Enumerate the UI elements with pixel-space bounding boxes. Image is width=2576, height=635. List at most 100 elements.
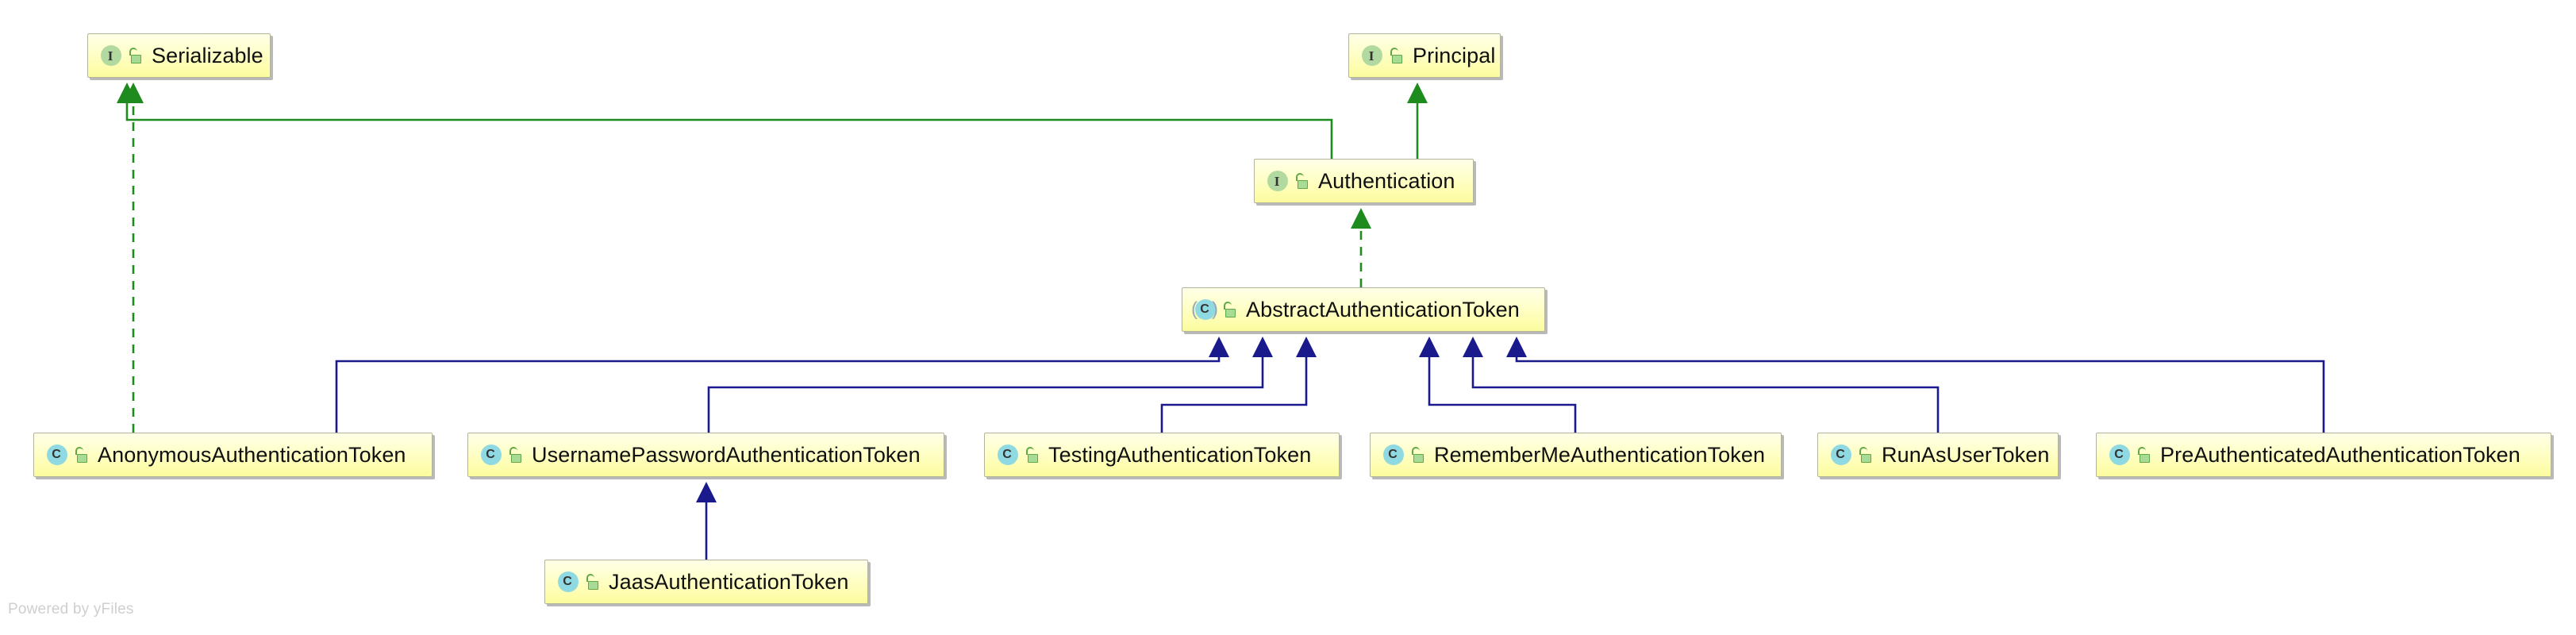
badge-disc	[481, 444, 502, 465]
edge-arrowhead	[1407, 83, 1428, 103]
edge-arrowhead	[1351, 208, 1371, 229]
lock-shackle	[1412, 447, 1420, 455]
lock-body	[1225, 309, 1236, 318]
uml-node-jaas-authentication-token[interactable]: C JaasAuthenticationToken	[544, 560, 868, 604]
edge-pre-authenticated-extends-abstract-token	[1506, 337, 2325, 433]
lock-body	[77, 454, 87, 463]
class-badge-icon: C	[44, 443, 68, 467]
badge-disc	[558, 572, 579, 592]
uml-node-principal[interactable]: I Principal	[1348, 33, 1501, 78]
unlocked-public-visibility-icon	[75, 446, 90, 464]
edge-line	[335, 357, 1221, 433]
yfiles-watermark: Powered by yFiles	[8, 601, 134, 618]
unlocked-public-visibility-icon	[129, 47, 144, 64]
lock-shackle	[1224, 302, 1232, 310]
uml-node-label: Authentication	[1318, 169, 1455, 193]
interface-badge-icon: I	[1359, 44, 1383, 67]
uml-node-pre-authenticated-authentication-token[interactable]: C PreAuthenticatedAuthenticationToken	[2096, 433, 2551, 477]
badge-glyph: I	[107, 48, 113, 64]
unlocked-public-visibility-icon	[2137, 446, 2152, 464]
edge-arrowhead	[1419, 337, 1440, 357]
badge-glyph: I	[1368, 48, 1375, 64]
unlocked-public-visibility-icon	[1295, 172, 1310, 190]
edge-arrowhead	[1463, 337, 1483, 357]
badge-glyph: C	[1002, 448, 1012, 461]
edge-testing-extends-abstract-token	[1160, 337, 1317, 433]
class-badge-icon: C	[479, 443, 502, 467]
unlocked-public-visibility-icon	[1223, 301, 1238, 318]
edge-arrowhead	[123, 83, 144, 103]
lock-body	[131, 55, 141, 64]
uml-node-username-password-authentication-token[interactable]: C UsernamePasswordAuthenticationToken	[467, 433, 944, 477]
uml-node-label: Serializable	[152, 44, 263, 67]
edge-arrowhead	[696, 482, 717, 502]
edge-authentication-extends-serializable	[117, 83, 1333, 159]
lock-body	[511, 454, 521, 463]
lock-body	[2140, 454, 2150, 463]
badge-glyph: C	[2114, 448, 2124, 461]
unlocked-public-visibility-icon	[1859, 446, 1874, 464]
edge-line	[125, 103, 1333, 159]
unlocked-public-visibility-icon	[1411, 446, 1426, 464]
abstract-class-badge-icon: ()C	[1191, 298, 1218, 321]
edge-anonymous-extends-abstract-token	[335, 337, 1229, 433]
badge-glyph: C	[52, 448, 61, 461]
edge-arrowhead	[1506, 337, 1527, 357]
lock-shackle	[75, 447, 83, 455]
class-badge-icon: C	[2107, 443, 2131, 467]
badge-disc	[101, 45, 121, 66]
uml-node-abstract-authentication-token[interactable]: ()C AbstractAuthenticationToken	[1182, 287, 1545, 332]
uml-node-label: AbstractAuthenticationToken	[1246, 298, 1520, 321]
uml-node-authentication[interactable]: I Authentication	[1254, 159, 1474, 203]
badge-disc	[1362, 45, 1382, 66]
unlocked-public-visibility-icon	[1025, 446, 1040, 464]
lock-body	[1413, 454, 1424, 463]
unlocked-public-visibility-icon	[1390, 47, 1405, 64]
edge-abstract-token-implements-authentication	[1351, 208, 1371, 287]
class-badge-icon: C	[1828, 443, 1852, 467]
edge-arrowhead	[1252, 337, 1273, 357]
uml-node-label: PreAuthenticatedAuthenticationToken	[2160, 443, 2520, 467]
edge-remember-me-extends-abstract-token	[1419, 337, 1577, 433]
uml-node-run-as-user-token[interactable]: C RunAsUserToken	[1817, 433, 2059, 477]
edge-line	[1515, 357, 2325, 433]
uml-node-label: JaasAuthenticationToken	[609, 570, 849, 594]
lock-body	[588, 581, 598, 590]
lock-shackle	[1859, 447, 1867, 455]
lock-body	[1861, 454, 1871, 463]
badge-glyph: C	[563, 575, 572, 588]
uml-node-label: UsernamePasswordAuthenticationToken	[532, 443, 921, 467]
lock-shackle	[2138, 447, 2146, 455]
uml-node-label: TestingAuthenticationToken	[1048, 443, 1312, 467]
badge-disc	[1195, 299, 1216, 320]
badge-glyph: C	[1200, 302, 1209, 316]
badge-disc	[47, 444, 67, 465]
uml-node-serializable[interactable]: I Serializable	[87, 33, 271, 78]
uml-node-label: RunAsUserToken	[1882, 443, 2050, 467]
lock-shackle	[129, 48, 137, 56]
interface-badge-icon: I	[98, 44, 122, 67]
lock-shackle	[1390, 48, 1398, 56]
lock-shackle	[509, 447, 517, 455]
edge-authentication-extends-principal	[1407, 83, 1428, 159]
badge-glyph: I	[1274, 173, 1280, 189]
badge-disc	[1831, 444, 1851, 465]
edge-jaas-extends-username-password	[696, 482, 717, 560]
badge-disc	[998, 444, 1018, 465]
uml-node-label: AnonymousAuthenticationToken	[98, 443, 406, 467]
badge-glyph: C	[1388, 448, 1398, 461]
uml-node-anonymous-authentication-token[interactable]: C AnonymousAuthenticationToken	[33, 433, 433, 477]
uml-node-label: Principal	[1413, 44, 1496, 67]
edge-arrowhead	[117, 83, 137, 103]
interface-badge-icon: I	[1265, 169, 1289, 193]
lock-shackle	[586, 574, 594, 582]
edge-line	[1428, 357, 1577, 433]
uml-node-testing-authentication-token[interactable]: C TestingAuthenticationToken	[984, 433, 1340, 477]
badge-glyph: C	[1836, 448, 1845, 461]
lock-body	[1298, 180, 1308, 189]
badge-disc	[1383, 444, 1404, 465]
edge-arrowhead	[1296, 337, 1317, 357]
unlocked-public-visibility-icon	[586, 573, 601, 591]
edge-line	[1160, 357, 1308, 433]
